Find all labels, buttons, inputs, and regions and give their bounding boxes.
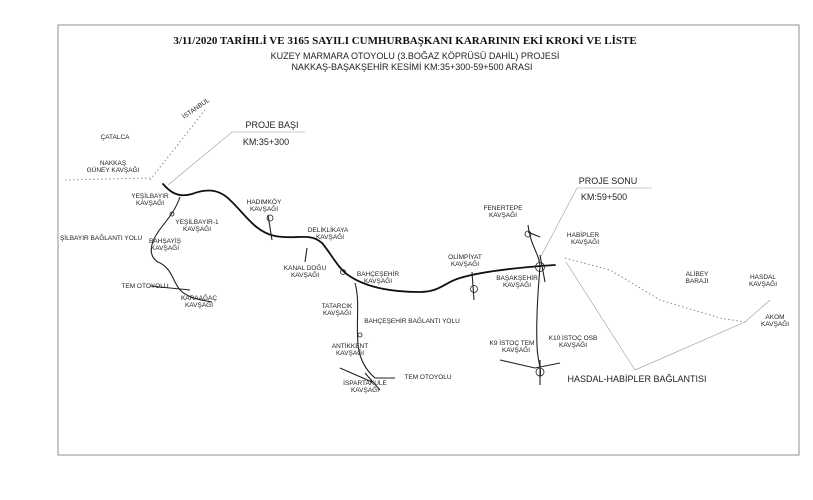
end-leader-line	[537, 187, 652, 263]
istanbul-label: İSTANBUL	[180, 95, 211, 121]
bahsayis-label-2: KAVŞAĞI	[151, 243, 179, 252]
project-end-label: PROJE SONU	[579, 176, 638, 186]
kanal-dogu-label-2: KAVŞAĞI	[291, 270, 319, 279]
karaagac-label: KARAAĞAÇ	[181, 293, 217, 302]
hasdal-route-dotted	[564, 257, 746, 323]
nakkas-label: NAKKAŞ	[100, 160, 127, 167]
olimpiyat-label: OLİMPİYAT	[448, 252, 482, 261]
fenertepe-label-2: KAVŞAĞI	[489, 210, 517, 219]
basaksehir-label: BAŞAKŞEHİR	[496, 273, 538, 282]
istanbul-road	[149, 109, 206, 181]
section-subtitle: NAKKAŞ-BAŞAKŞEHİR KESİMİ KM:35+300-59+50…	[291, 62, 532, 72]
hasdal-habipler-leader	[565, 261, 771, 371]
bahcesehir-label-2: KAVŞAĞI	[364, 276, 392, 285]
k10-label-2: KAVŞAĞI	[559, 340, 587, 349]
tem-left-label: TEM OTOYOLU	[121, 283, 168, 290]
start-leader-line	[167, 131, 305, 186]
yesilbayir-link-label: ŞİLBAYIR BAĞLANTI YOLU	[60, 233, 142, 242]
catalca-label: ÇATALCA	[100, 134, 130, 141]
hasdal-label-2: KAVŞAĞI	[749, 279, 777, 288]
basaksehir-label-2: KAVŞAĞI	[503, 280, 531, 289]
yesilbayir1-label: YEŞİLBAYIR-1	[175, 217, 219, 226]
junction-stubs	[267, 214, 546, 301]
project-start-km: KM:35+300	[243, 137, 289, 147]
akom-label-2: KAVŞAĞI	[761, 319, 789, 328]
tatarcik-label: TATARCIK	[322, 303, 353, 310]
fenertepe-label: FENERTEPE	[484, 205, 524, 212]
ispartakule-label: İSPARTAKULE	[343, 378, 387, 387]
junction-markers	[169, 211, 545, 377]
hadimkoy-label: HADIMKÖY	[247, 198, 282, 206]
hasdal-habipler-label: HASDAL-HABİPLER BAĞLANTISI	[567, 374, 706, 384]
yesilbayir-link-road	[150, 196, 213, 303]
habipler-label: HABİPLER	[567, 230, 599, 239]
deliklikaya-label: DELİKLİKAYA	[308, 225, 349, 234]
antikkent-label: ANTİKKENT	[332, 341, 369, 350]
ispartakule-label-2: KAVŞAĞI	[351, 385, 379, 394]
antikkent-label-2: KAVŞAĞI	[336, 348, 364, 357]
ispartakule-interchange	[339, 367, 381, 391]
akom-label: AKOM	[765, 314, 784, 321]
kanal-dogu-label: KANAL DOĞU	[284, 263, 327, 272]
k9-label-2: KAVŞAĞI	[502, 345, 530, 354]
junction-labels: NAKKAŞ GÜNEY KAVŞAĞI YEŞİLBAYIR KAVŞAĞI …	[87, 160, 790, 394]
bahcesehir-link-road	[354, 282, 395, 379]
yesilbayir1-label-2: KAVŞAĞI	[183, 224, 211, 233]
k9-label: K9 İSTOÇ TEM	[490, 338, 535, 347]
hadimkoy-label-2: KAVŞAĞI	[250, 204, 278, 213]
project-start-label: PROJE BAŞI	[245, 120, 298, 130]
tem-left-road	[149, 285, 191, 291]
hasdal-label: HASDAL	[750, 274, 776, 281]
alibey-label-1: ALİBEY	[686, 269, 709, 278]
karaagac-label-2: KAVŞAĞI	[185, 300, 213, 309]
project-end-km: KM:59+500	[581, 192, 627, 202]
alibey-label-2: BARAJI	[686, 278, 709, 285]
tatarcik-label-2: KAVŞAĞI	[323, 308, 351, 317]
k10-label: K10 İSTOÇ OSB	[549, 333, 598, 342]
bahcesehir-link-label: BAHÇEŞEHİR BAĞLANTI YOLU	[364, 316, 460, 325]
olimpiyat-label-2: KAVŞAĞI	[451, 259, 479, 268]
edirne-road	[64, 177, 151, 181]
istoc-interchange	[499, 359, 561, 385]
basaksehir-link-road	[527, 224, 541, 379]
yesilbayir-label-2: KAVŞAĞI	[136, 198, 164, 207]
habipler-label-2: KAVŞAĞI	[571, 237, 599, 246]
nakkas-label-2: GÜNEY KAVŞAĞI	[87, 165, 140, 174]
tem-right-label: TEM OTOYOLU	[404, 374, 451, 381]
project-subtitle: KUZEY MARMARA OTOYOLU (3.BOĞAZ KÖPRÜSÜ D…	[271, 51, 560, 61]
document-title: 3/11/2020 TARİHLİ VE 3165 SAYILI CUMHURB…	[173, 35, 636, 47]
yesilbayir-label: YEŞİLBAYIR	[131, 191, 169, 200]
deliklikaya-label-2: KAVŞAĞI	[316, 232, 344, 241]
map-frame	[57, 24, 800, 456]
bahcesehir-label: BAHÇEŞEHİR	[357, 269, 400, 278]
bahsayis-label: BAHŞAYİŞ	[149, 236, 182, 245]
main-motorway	[162, 183, 556, 293]
